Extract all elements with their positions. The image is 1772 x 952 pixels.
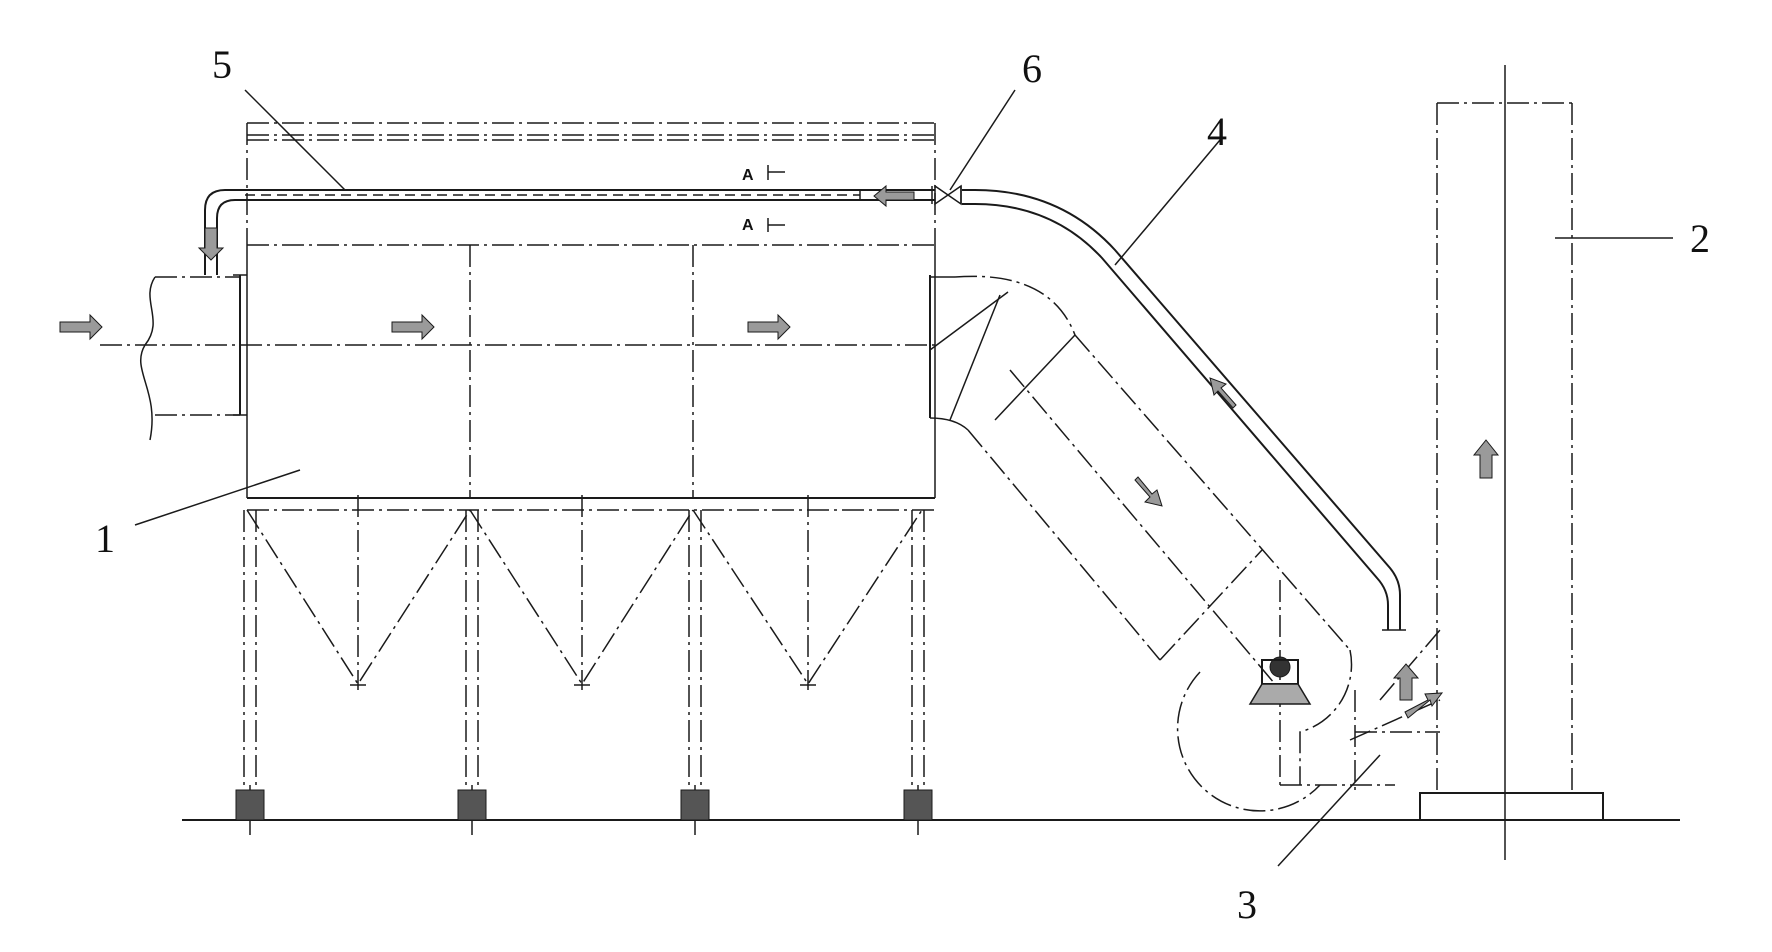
foundation-pad-icon — [235, 789, 933, 821]
callout-4: 4 — [1207, 109, 1227, 154]
section-mark-top: A — [742, 167, 754, 184]
section-mark: A A — [742, 165, 785, 234]
flow-arrow-icon — [59, 184, 1500, 719]
return-pipe — [962, 189, 1406, 631]
section-mark-bottom: A — [742, 217, 754, 234]
dust-collector — [100, 122, 936, 835]
fan-icon — [1248, 656, 1312, 705]
outlet-duct — [929, 275, 1441, 812]
chimney — [1419, 65, 1604, 860]
pulse-air-pipe — [204, 189, 935, 275]
callout-1: 1 — [95, 516, 115, 561]
callout-leaders — [134, 89, 1673, 867]
callout-3: 3 — [1237, 882, 1257, 927]
callout-5: 5 — [212, 42, 232, 87]
callout-2: 2 — [1690, 216, 1710, 261]
callout-6: 6 — [1022, 46, 1042, 91]
valve-icon — [931, 184, 962, 206]
